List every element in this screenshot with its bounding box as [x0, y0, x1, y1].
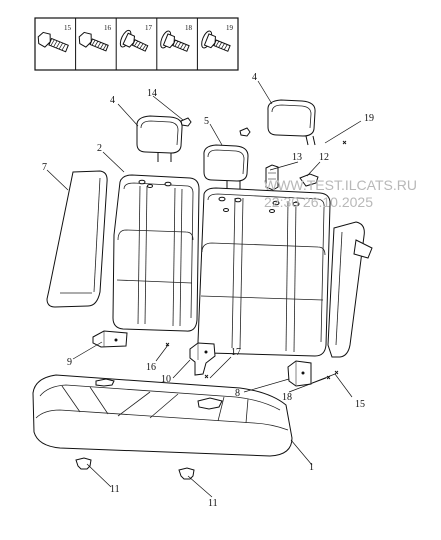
bolt-17-icon — [119, 29, 149, 52]
clip-14-icon — [180, 117, 192, 127]
callout-16: 16 — [146, 362, 156, 373]
callout-13: 13 — [292, 152, 302, 163]
headrest-left — [136, 115, 183, 162]
seat-back-right — [197, 187, 331, 357]
callout-18: 18 — [282, 392, 292, 403]
callout-2: 2 — [97, 143, 102, 154]
hinge-bracket-9 — [92, 330, 128, 348]
chart-cell-label-19: 19 — [226, 24, 234, 32]
side-bolster-right — [327, 221, 373, 358]
callout-11-right: 11 — [208, 498, 218, 509]
callout-4-right: 4 — [252, 72, 257, 83]
callout-19: 19 — [364, 113, 374, 124]
callout-14: 14 — [147, 88, 157, 99]
callout-9: 9 — [67, 357, 72, 368]
headrest-center — [203, 144, 249, 191]
callout-11-left: 11 — [110, 484, 120, 495]
seat-back-left — [112, 174, 200, 332]
watermark-url: WWW.TEST.ILCATS.RU — [264, 177, 417, 193]
callout-15: 15 — [355, 399, 365, 410]
callout-10: 10 — [161, 374, 171, 385]
hinge-bracket-10 — [189, 342, 216, 376]
chart-cell-label-18: 18 — [185, 24, 193, 32]
callout-8: 8 — [235, 388, 240, 399]
bolt-15-icon — [37, 31, 69, 53]
callout-1: 1 — [309, 462, 314, 473]
callout-5: 5 — [204, 116, 209, 127]
leader-lines — [46, 80, 362, 498]
bolt-16-icon — [78, 31, 109, 52]
callout-7: 7 — [42, 162, 47, 173]
chart-cell-label-15: 15 — [64, 24, 72, 32]
clip-11-left-icon — [75, 457, 92, 470]
chart-cell-label-17: 17 — [145, 24, 153, 32]
seat-cushion — [32, 374, 293, 457]
callout-17: 17 — [231, 347, 241, 358]
clip-5-icon — [239, 127, 251, 137]
bracket-13-icon — [265, 164, 279, 191]
bolt-18-icon — [160, 30, 190, 52]
fastener-markers — [165, 140, 347, 380]
hinge-bracket-8 — [287, 360, 312, 387]
callout-12: 12 — [319, 152, 329, 163]
watermark-timestamp: 22:30 26.10.2025 — [264, 194, 373, 210]
callout-4-left: 4 — [110, 95, 115, 106]
headrest-right — [267, 99, 316, 146]
bolt-19-icon — [201, 30, 231, 52]
chart-cell-label-16: 16 — [104, 24, 112, 32]
clip-11-right-icon — [178, 467, 195, 480]
side-bolster-left — [46, 170, 108, 308]
fastener-chart: 15 16 17 18 19 — [34, 17, 239, 71]
